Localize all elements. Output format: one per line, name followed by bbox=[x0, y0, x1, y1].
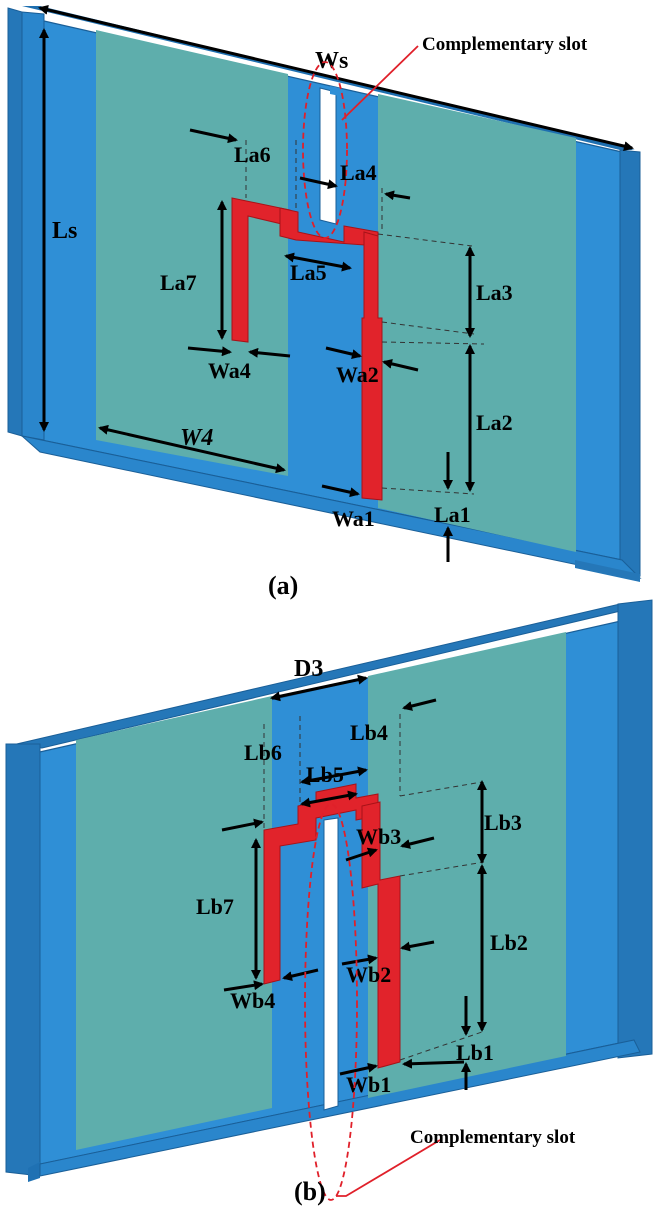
dim-la4-arrow bbox=[384, 190, 411, 201]
label-la7: La7 bbox=[160, 270, 197, 295]
dim-lb4-arrow bbox=[300, 790, 358, 808]
dim-wb4-arrow-left bbox=[223, 980, 264, 992]
dim-wb1-arrow bbox=[339, 1062, 378, 1076]
label-wb3: Wb3 bbox=[356, 824, 401, 849]
dim-wa4-arrow-left bbox=[187, 346, 232, 357]
panel-b-slot-leader bbox=[336, 1139, 441, 1197]
guide-la2-bottom bbox=[381, 487, 475, 495]
guide-lb2-bottom bbox=[399, 1031, 483, 1061]
panel-b-complementary-slot bbox=[323, 817, 339, 1111]
dim-wb2-arrow-left bbox=[341, 954, 378, 966]
dim-lb5-arrow bbox=[300, 766, 368, 786]
label-lb3: Lb3 bbox=[484, 810, 522, 835]
caption-a: (a) bbox=[268, 571, 298, 600]
label-wb1: Wb1 bbox=[346, 1072, 391, 1097]
dim-la5-arrow bbox=[284, 252, 352, 272]
panel-a: Ws Ls W4 Complementary slot La6 La4 La7 … bbox=[7, 4, 642, 600]
label-la1: La1 bbox=[434, 502, 471, 527]
dim-wb3-arrow-left bbox=[345, 847, 378, 862]
label-lb6: Lb6 bbox=[244, 740, 282, 765]
dim-wb2-arrow-right bbox=[400, 940, 435, 952]
dim-wa2-arrow-left bbox=[325, 346, 362, 360]
label-la4: La4 bbox=[340, 160, 377, 185]
dim-lb1-leader bbox=[402, 1058, 465, 1069]
label-wa2: Wa2 bbox=[336, 362, 379, 387]
panel-a-slot-leader bbox=[341, 45, 419, 121]
panel-b: D3 Lb6 Lb4 Lb5 Lb3 Lb2 Lb1 Lb7 Wb3 Wb2 bbox=[5, 599, 653, 1206]
panel-a-ground-left bbox=[96, 30, 288, 476]
label-la5: La5 bbox=[290, 260, 327, 285]
dim-wa2-arrow-right bbox=[382, 358, 419, 372]
label-complementary-slot-a: Complementary slot bbox=[422, 34, 588, 55]
label-lb2: Lb2 bbox=[490, 930, 528, 955]
dim-lb6-arrow-left bbox=[221, 818, 264, 832]
dim-d3-arrow bbox=[270, 674, 368, 702]
label-la3: La3 bbox=[476, 280, 513, 305]
panel-b-ground-left bbox=[76, 696, 272, 1150]
label-d3: D3 bbox=[294, 656, 323, 682]
panel-b-slot-highlight bbox=[304, 803, 358, 1201]
panel-a-slot-highlight bbox=[302, 61, 348, 239]
label-ws: Ws bbox=[315, 48, 348, 74]
dim-la6-arrow-left bbox=[189, 128, 238, 144]
label-wa4: Wa4 bbox=[208, 358, 251, 383]
caption-b: (b) bbox=[294, 1177, 326, 1206]
guide-lb3-top bbox=[399, 781, 483, 797]
label-la2: La2 bbox=[476, 410, 513, 435]
label-wa1: Wa1 bbox=[332, 506, 375, 531]
panel-b-antenna-strip bbox=[263, 783, 401, 1069]
guide-la3-bottom bbox=[381, 321, 475, 335]
label-wb2: Wb2 bbox=[346, 962, 391, 987]
label-la6: La6 bbox=[234, 142, 271, 167]
guide-la3-top bbox=[377, 233, 473, 247]
label-lb7: Lb7 bbox=[196, 894, 234, 919]
label-w4: W4 bbox=[180, 425, 213, 451]
label-lb1: Lb1 bbox=[456, 1040, 494, 1065]
panel-a-ground-right bbox=[378, 94, 576, 552]
dim-lb4-arrow-right bbox=[402, 698, 437, 711]
dim-ws-arrow bbox=[38, 4, 634, 152]
dim-w4-arrow bbox=[98, 424, 286, 474]
dim-la6-arrow-right bbox=[299, 176, 338, 190]
dim-wb3-arrow-right bbox=[400, 836, 435, 849]
panel-a-antenna-strip bbox=[231, 197, 383, 501]
label-wb4: Wb4 bbox=[230, 988, 275, 1013]
label-lb4: Lb4 bbox=[350, 720, 388, 745]
label-complementary-slot-b: Complementary slot bbox=[410, 1127, 576, 1148]
label-ls: Ls bbox=[52, 218, 77, 244]
dim-wb4-arrow-right bbox=[282, 968, 319, 982]
dim-wa4-arrow-right bbox=[248, 347, 291, 358]
dim-wa1-arrow bbox=[321, 484, 360, 498]
label-lb5: Lb5 bbox=[306, 762, 344, 787]
guide-la2-top bbox=[381, 341, 485, 345]
